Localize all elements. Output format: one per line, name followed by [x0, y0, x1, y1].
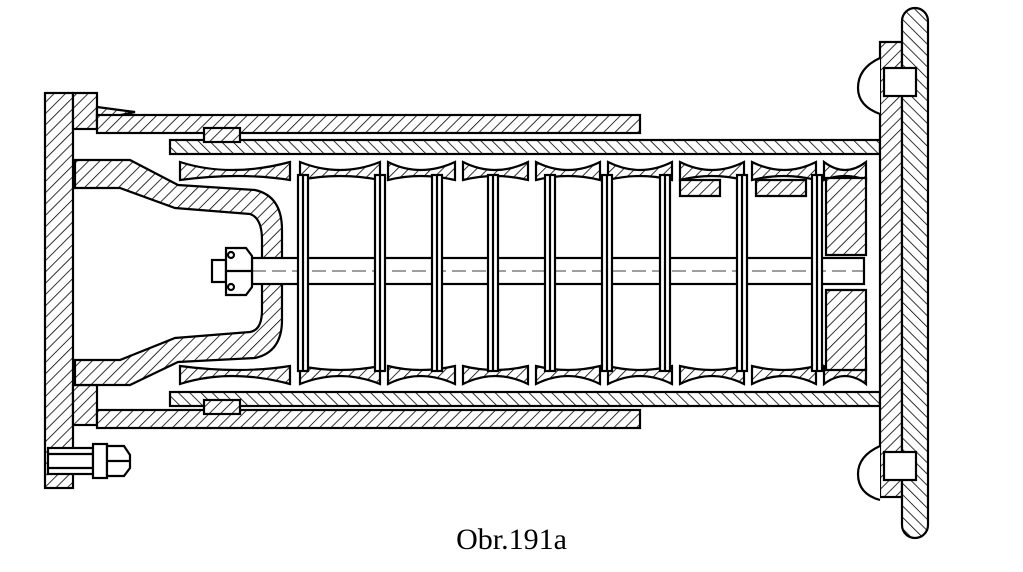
central-tie-rod	[250, 256, 866, 286]
figure-caption: Obr.191a	[456, 523, 567, 556]
spacer-plates	[296, 173, 824, 373]
spring-stack-upper	[178, 159, 868, 182]
right-end-plate	[856, 6, 930, 540]
rod-nut	[210, 246, 254, 297]
spring-stack-lower	[178, 364, 868, 387]
left-cup-housing	[73, 158, 284, 387]
right-stop-block	[678, 176, 868, 372]
left-bolt	[46, 442, 132, 480]
